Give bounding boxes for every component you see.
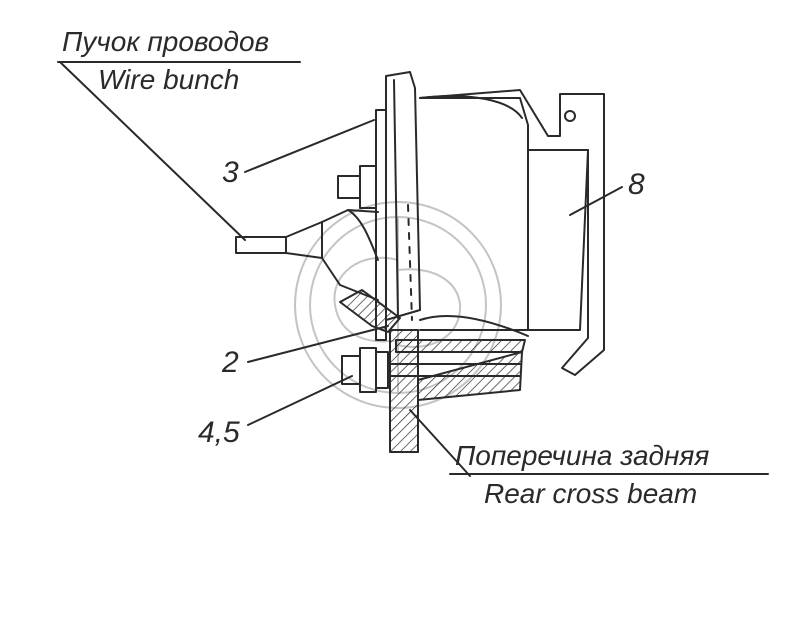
callout-8-leader bbox=[569, 186, 623, 216]
bracket-front bbox=[527, 149, 589, 331]
callout-4-5: 4,5 bbox=[198, 416, 240, 449]
lamp-body-dashes bbox=[407, 204, 413, 321]
bracket bbox=[419, 89, 605, 376]
wire-stub bbox=[235, 236, 287, 254]
upper-bolt-nut bbox=[359, 165, 377, 209]
bracket-hole bbox=[564, 110, 576, 122]
wire-path bbox=[347, 209, 379, 261]
wire-bunch-leader bbox=[59, 61, 246, 241]
lamp-body-curve bbox=[419, 95, 523, 119]
callout-3-leader bbox=[244, 119, 375, 173]
callout-3: 3 bbox=[222, 156, 239, 189]
callout-8: 8 bbox=[628, 168, 645, 201]
flange bbox=[385, 71, 421, 321]
callout-2: 2 bbox=[222, 346, 239, 379]
wire-bunch-label-en: Wire bunch bbox=[98, 64, 240, 95]
rear-beam-label-en: Rear cross beam bbox=[484, 478, 698, 509]
cross-beam-vertical bbox=[389, 329, 419, 453]
upper-bolt-head bbox=[337, 175, 361, 199]
rear-beam-label-ru: Поперечина задняя bbox=[455, 440, 710, 471]
beam-bottom-curve bbox=[419, 314, 529, 337]
callout-45-leader bbox=[247, 375, 353, 426]
lower-bolt-shank bbox=[387, 363, 521, 377]
callout-2-leader bbox=[247, 325, 389, 363]
wire-bunch-label-ru: Пучок проводов bbox=[62, 26, 270, 57]
lamp-body bbox=[419, 97, 529, 331]
flange-inner bbox=[393, 79, 399, 319]
seal-wedge bbox=[339, 289, 401, 333]
rear-beam-leader bbox=[409, 409, 471, 477]
lower-bolt-washer bbox=[375, 351, 389, 389]
